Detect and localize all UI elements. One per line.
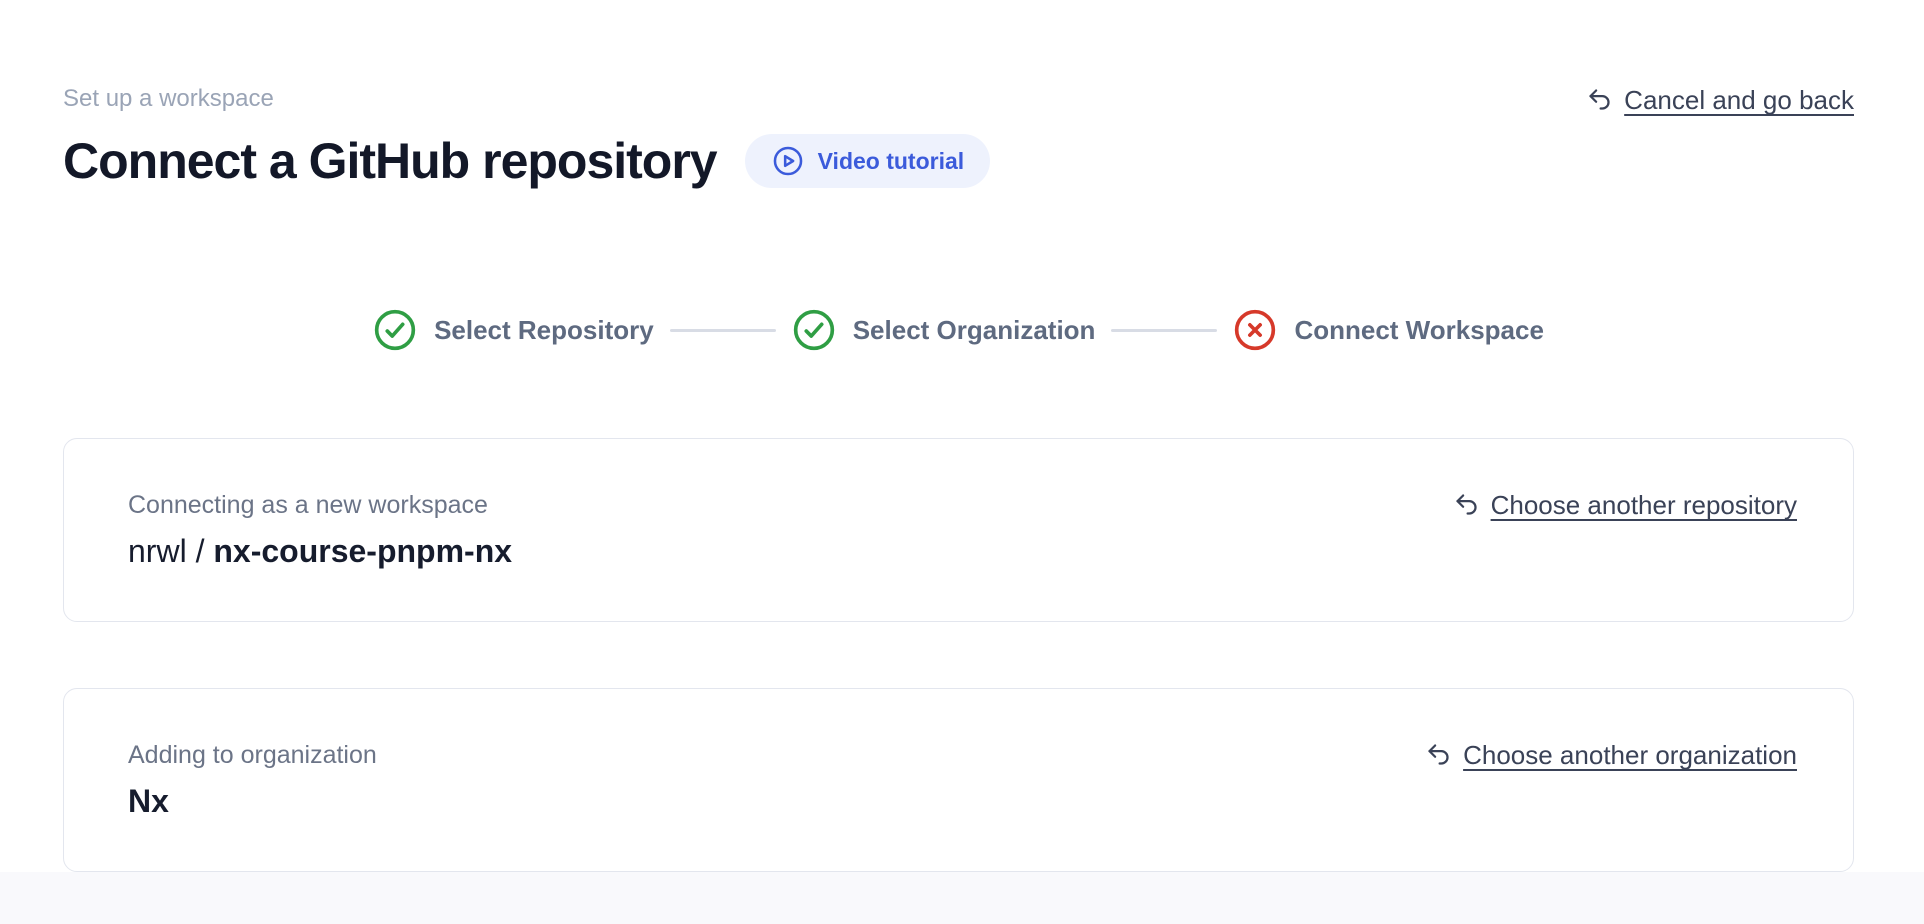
setup-workspace-page: Set up a workspace Connect a GitHub repo…	[63, 84, 1854, 872]
organization-card-label: Adding to organization	[128, 741, 377, 769]
step-connect-workspace: Connect Workspace	[1233, 308, 1544, 352]
stepper-connector	[1111, 328, 1218, 332]
undo-arrow-icon	[1425, 739, 1452, 768]
organization-name: Nx	[128, 783, 169, 819]
repository-full-name: nrwl / nx-course-pnpm-nx	[128, 531, 512, 571]
repository-card-info: Connecting as a new workspace nrwl / nx-…	[128, 489, 512, 571]
repository-name: nx-course-pnpm-nx	[213, 533, 513, 569]
cancel-and-go-back-link[interactable]: Cancel and go back	[1586, 84, 1854, 116]
stepper-connector	[669, 328, 776, 332]
choose-another-organization-label: Choose another organization	[1463, 740, 1797, 770]
undo-arrow-icon	[1453, 489, 1480, 518]
repository-separator: /	[186, 533, 214, 569]
x-circle-icon	[1233, 308, 1277, 352]
page-header: Set up a workspace Connect a GitHub repo…	[63, 84, 1854, 190]
eyebrow-label: Set up a workspace	[63, 85, 274, 112]
circle-play-icon	[771, 144, 805, 178]
step-label: Select Organization	[852, 314, 1096, 345]
repository-card-label: Connecting as a new workspace	[128, 491, 488, 519]
check-circle-icon	[792, 308, 836, 352]
repository-owner: nrwl	[128, 533, 187, 569]
page-footer	[0, 872, 1924, 924]
choose-another-repository-label: Choose another repository	[1490, 490, 1797, 520]
organization-card-info: Adding to organization Nx	[128, 739, 377, 821]
step-select-repository: Select Repository	[373, 308, 654, 352]
step-label: Select Repository	[434, 314, 654, 345]
video-tutorial-button[interactable]: Video tutorial	[744, 134, 991, 188]
cancel-and-go-back-label: Cancel and go back	[1624, 85, 1854, 115]
choose-another-organization-link[interactable]: Choose another organization	[1425, 739, 1797, 771]
check-circle-icon	[373, 308, 417, 352]
choose-another-repository-link[interactable]: Choose another repository	[1453, 489, 1797, 521]
step-select-organization: Select Organization	[792, 308, 1096, 352]
step-label: Connect Workspace	[1294, 314, 1544, 345]
title-row: Connect a GitHub repository Video tutori…	[63, 132, 991, 190]
organization-card: Adding to organization Nx Choose another…	[63, 688, 1854, 872]
repository-card: Connecting as a new workspace nrwl / nx-…	[63, 438, 1854, 622]
stepper: Select Repository Select Organization	[63, 308, 1854, 352]
header-left: Set up a workspace Connect a GitHub repo…	[63, 84, 991, 190]
page-title: Connect a GitHub repository	[63, 133, 718, 189]
video-tutorial-label: Video tutorial	[817, 147, 965, 174]
undo-arrow-icon	[1586, 84, 1613, 113]
